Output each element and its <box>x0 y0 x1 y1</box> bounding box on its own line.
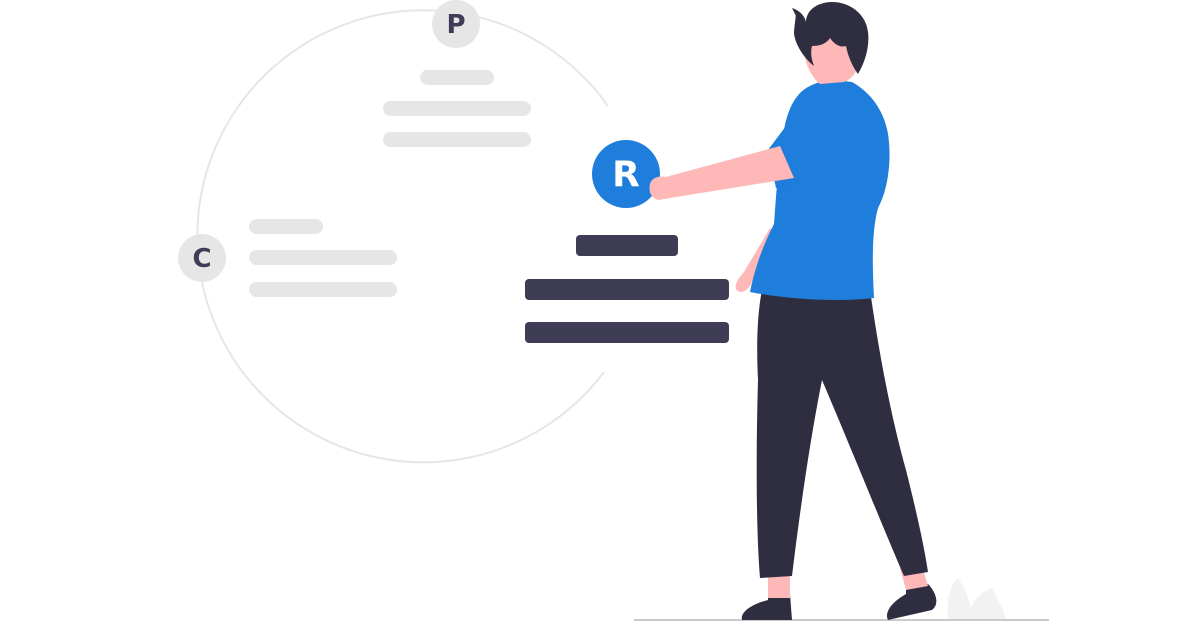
r-text-lines <box>525 235 729 343</box>
c-badge-label: C <box>192 244 211 274</box>
c-badge[interactable]: C <box>178 234 226 282</box>
c-text-lines <box>249 219 397 297</box>
p-text-lines <box>383 70 531 147</box>
person-hand <box>649 176 674 200</box>
plant-icon <box>947 578 1006 620</box>
p-badge[interactable]: P <box>432 0 480 48</box>
person-head <box>792 2 869 84</box>
r-badge[interactable]: R <box>592 140 660 208</box>
cycle-ring <box>196 9 609 464</box>
person-illustration-icon <box>651 80 937 620</box>
r-badge-label: R <box>612 155 640 196</box>
p-badge-label: P <box>446 10 465 40</box>
